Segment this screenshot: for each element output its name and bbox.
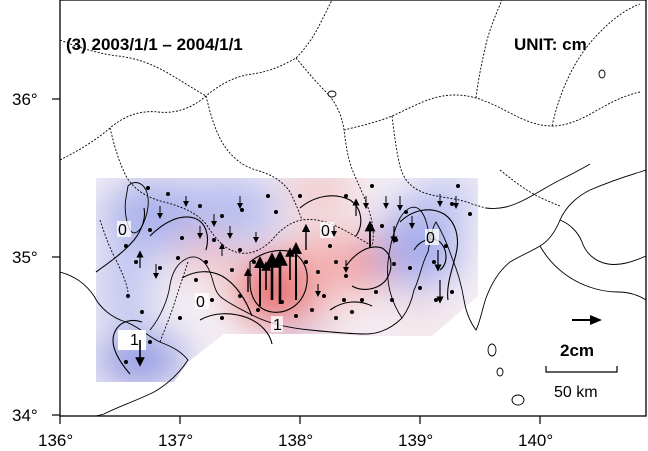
station-point [380,224,384,228]
station-point [256,308,260,312]
station-point [316,270,320,274]
station-point [178,316,182,320]
map-frame [59,0,647,417]
station-point [418,286,422,290]
station-point [294,314,298,318]
station-point [240,208,244,212]
station-point [220,316,224,320]
station-point [266,194,270,198]
station-point [404,210,408,214]
station-point [180,236,184,240]
coastline-suruga [387,206,431,319]
station-point [304,260,308,264]
station-point [148,340,152,344]
legend: 2cm 50 km [545,315,618,401]
basemap [60,0,646,416]
station-point [450,202,454,206]
contour-label-group: 0 0 0 0 1 1 [117,221,439,350]
station-point [468,212,472,216]
station-point [204,260,208,264]
y-tick-label-34: 34° [12,406,38,425]
contours [95,195,459,375]
station-point [274,210,278,214]
station-point [238,248,242,252]
station-point [176,256,180,260]
island-3 [511,394,525,406]
station-point [310,308,314,312]
station-point [328,244,332,248]
station-point [198,204,202,208]
station-point [456,184,460,188]
coastline-izu [413,169,646,331]
station-point [220,214,224,218]
station-point [342,298,346,302]
station-point [230,268,234,272]
displacement-vectors [135,194,459,367]
scale-bar-label: 50 km [554,384,598,401]
station-point [146,186,150,190]
deformation-field [96,178,478,382]
station-point [298,194,302,198]
station-point [212,238,216,242]
station-point [252,260,256,264]
coastline-boso [539,245,646,301]
coastline-ise [149,256,415,335]
prefecture-boundaries [60,0,641,343]
scale-bar-icon [545,366,618,373]
station-point [392,262,396,266]
island-5 [598,69,606,79]
x-tick-label-136: 136° [38,431,73,450]
coastline-tokyo-bay [559,219,646,265]
x-tick-label-139: 139° [398,431,433,450]
island-1 [487,343,497,357]
contour-label: 0 [321,223,330,240]
station-point [126,294,130,298]
station-points [124,184,472,364]
station-point [238,294,242,298]
station-point [360,298,364,302]
island-2 [496,367,504,377]
station-point [450,290,454,294]
station-point [344,194,348,198]
reference-arrowhead-icon [590,315,602,325]
coastline-kii [60,271,189,416]
station-point [166,192,170,196]
station-point [334,316,338,320]
x-tick-label-138: 138° [278,431,313,450]
x-tick-label-137: 137° [158,431,193,450]
contour-label: 0 [426,230,435,247]
station-point [322,294,326,298]
station-point [344,274,348,278]
contour-label: 0 [118,222,127,239]
station-point [434,298,438,302]
station-point [194,278,198,282]
station-point [148,228,152,232]
x-tick-label-140: 140° [518,431,553,450]
reference-arrow-label: 2cm [560,341,594,360]
contour-label: 1 [130,332,139,349]
station-point [444,244,448,248]
station-point [390,298,394,302]
station-point [134,260,138,264]
station-point [334,260,338,264]
y-tick-label-35: 35° [12,248,38,267]
contour-label: 0 [196,294,205,311]
contour-label: 1 [273,317,282,334]
unit-label: UNIT: cm [514,35,587,54]
station-point [158,266,162,270]
station-point [350,310,354,314]
station-point [210,298,214,302]
map-title: (3) 2003/1/1 – 2004/1/1 [66,35,243,54]
station-point [124,360,128,364]
y-tick-label-36: 36° [12,90,38,109]
station-point [370,184,374,188]
tick-marks [52,98,541,424]
station-point [124,244,128,248]
station-point [140,310,144,314]
coastline-sagami [485,163,591,209]
station-point [408,266,412,270]
station-point [432,260,436,264]
station-point [374,290,378,294]
